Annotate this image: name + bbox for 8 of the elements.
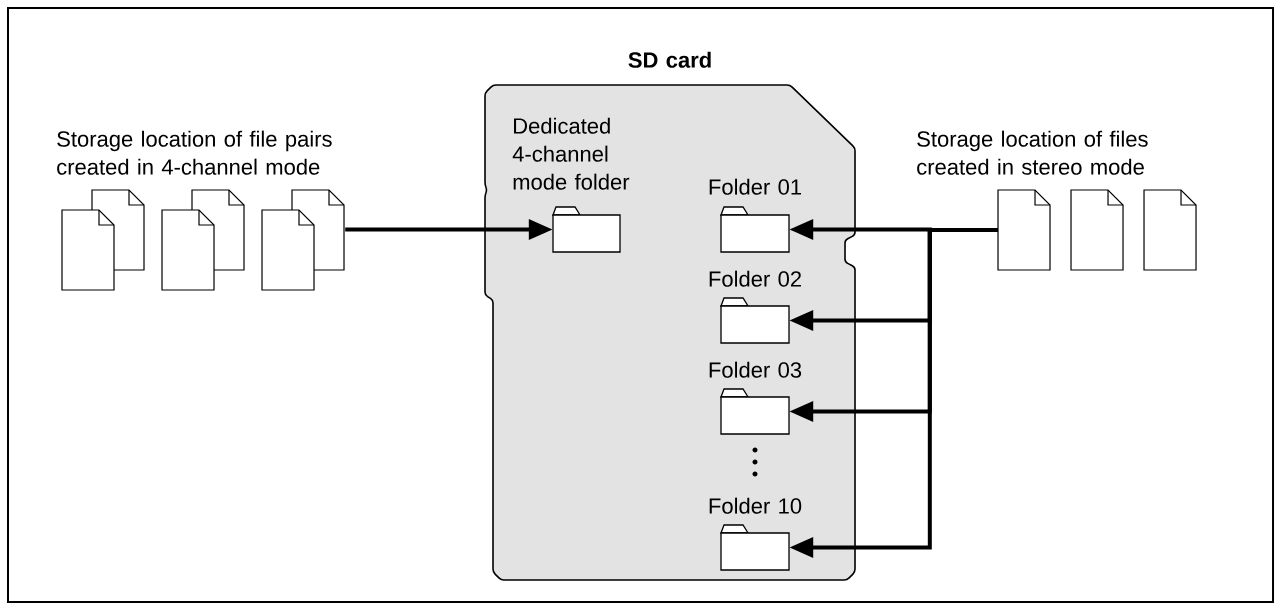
- heading: Storage location of files created in stereo mode: [917, 130, 1148, 175]
- folder-label: Folder 01: [709, 178, 801, 195]
- heading: Storage location of file pairs created in 4-channel mode: [57, 130, 332, 175]
- folder-label: Folder 02: [709, 270, 801, 287]
- card-title: SD card: [628, 51, 711, 68]
- folder-label: Folder 03: [709, 361, 802, 378]
- folder-label: Folder 10: [709, 497, 802, 514]
- folder-label: Dedicated 4-channel mode folder: [512, 117, 630, 190]
